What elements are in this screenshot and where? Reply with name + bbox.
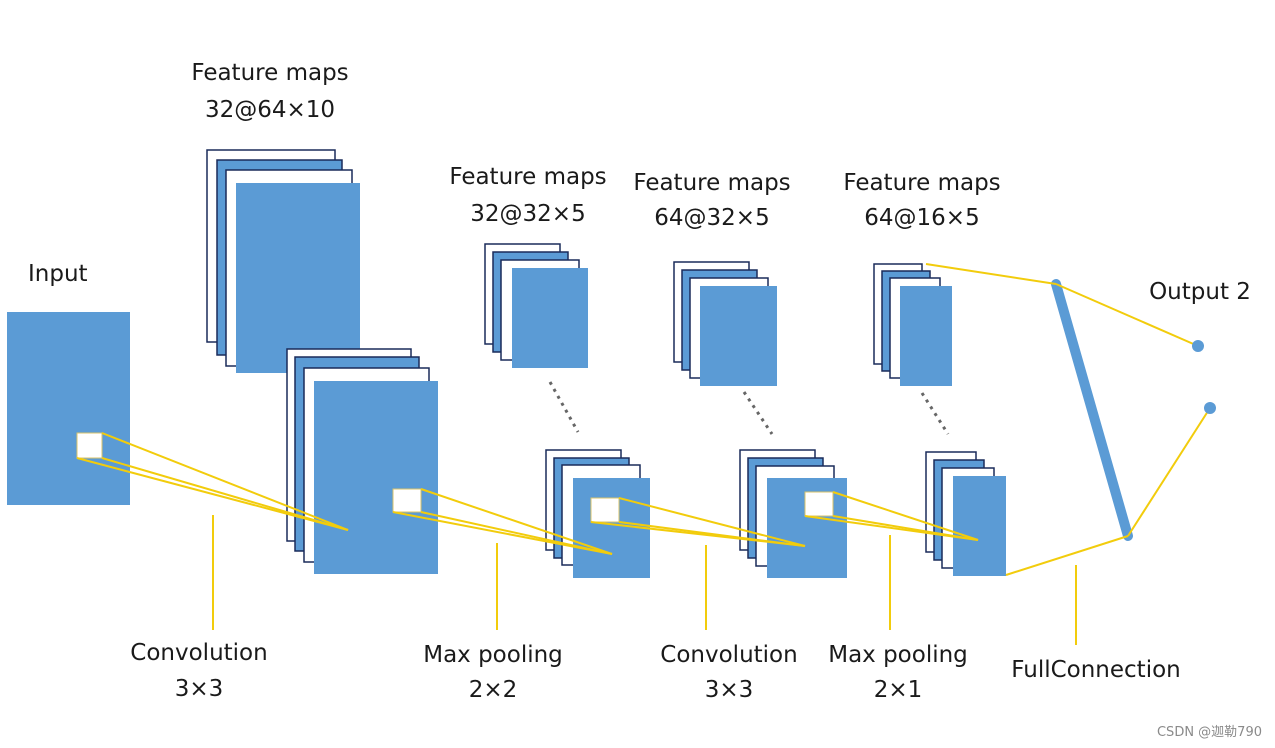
op1-size: 3×3 — [175, 676, 224, 702]
watermark: CSDN @迦勒790 — [1157, 725, 1262, 740]
feature-maps-2-upper-stack — [484, 243, 588, 368]
feature-maps-4-upper-stack — [873, 263, 952, 386]
input-map — [7, 312, 130, 505]
fm4-dims: 64@16×5 — [864, 205, 979, 231]
feature-maps-4-lower-stack — [925, 451, 1006, 576]
feature-maps-3-upper-stack — [673, 261, 777, 386]
fm1-dims: 32@64×10 — [205, 97, 335, 123]
feature-maps-3-lower-stack — [739, 449, 847, 578]
output-label: Output 2 — [1149, 279, 1251, 305]
feature-maps-1-upper-stack — [206, 149, 360, 373]
op2-size: 2×2 — [469, 677, 518, 703]
op3-name: Convolution — [660, 642, 797, 668]
feature-maps-1-lower-stack — [286, 348, 438, 574]
op4-name: Max pooling — [828, 642, 968, 668]
feature-maps-2-lower-stack — [545, 449, 650, 578]
op1-name: Convolution — [130, 640, 267, 666]
input-label: Input — [28, 261, 88, 287]
fm3-title: Feature maps — [633, 170, 790, 196]
output-node-1 — [1192, 340, 1204, 352]
feature-maps-4-ellipsis — [920, 392, 950, 435]
fm1-title: Feature maps — [191, 60, 348, 86]
full-connection-layer — [1051, 279, 1133, 541]
feature-maps-2-ellipsis — [548, 381, 580, 433]
output-node-2 — [1204, 402, 1216, 414]
op4-size: 2×1 — [874, 677, 923, 703]
fm2-dims: 32@32×5 — [470, 201, 585, 227]
fm3-dims: 64@32×5 — [654, 205, 769, 231]
connection-lines — [76, 263, 1211, 645]
op3-size: 3×3 — [705, 677, 754, 703]
full-connection-label: FullConnection — [1011, 657, 1180, 683]
fm2-title: Feature maps — [449, 164, 606, 190]
feature-maps-3-ellipsis — [742, 391, 774, 435]
fm4-title: Feature maps — [843, 170, 1000, 196]
op2-name: Max pooling — [423, 642, 563, 668]
